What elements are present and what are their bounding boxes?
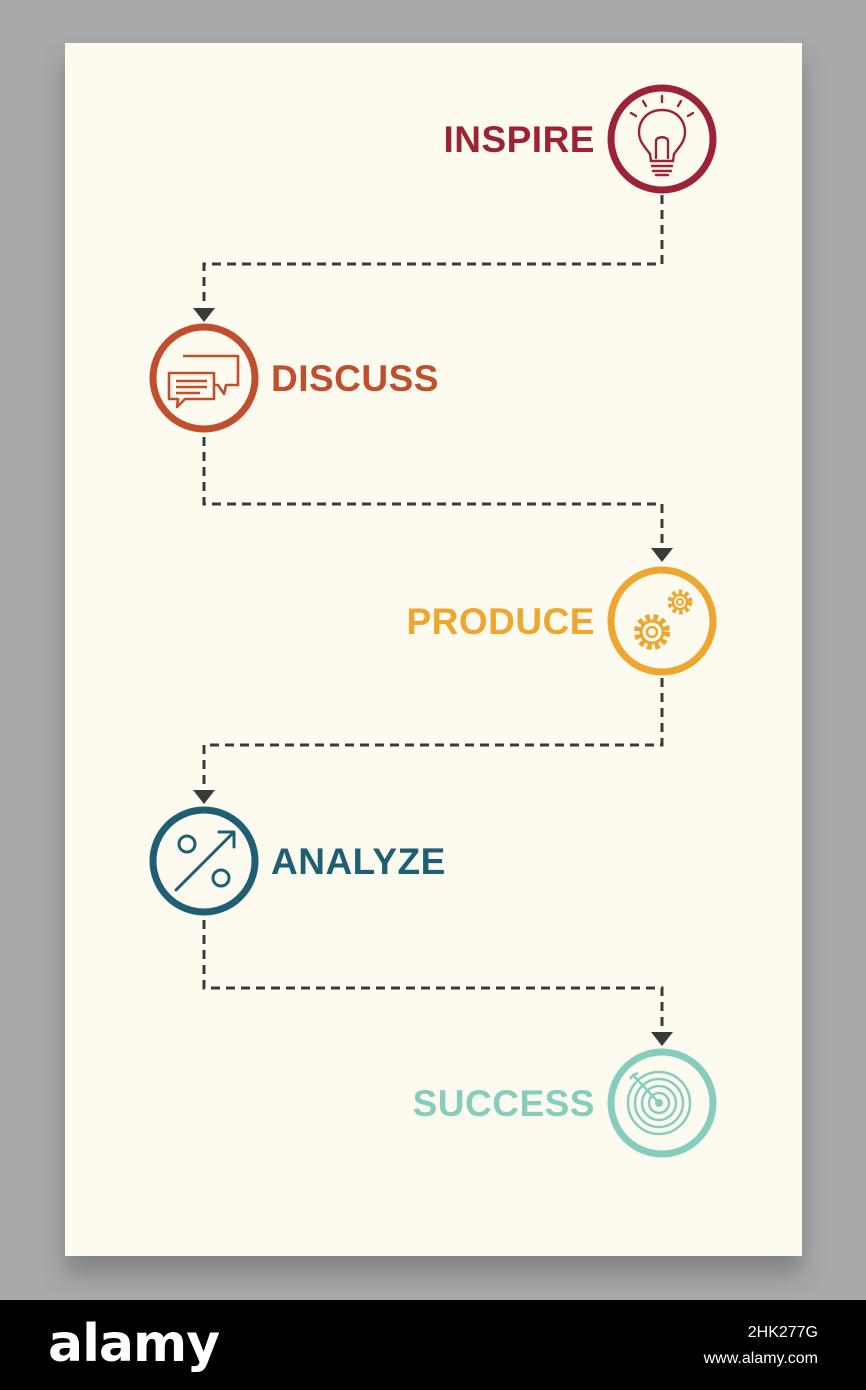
- connector-discuss-produce: [202, 437, 664, 546]
- arrowhead-to-analyze: [193, 790, 215, 804]
- site-url: www.alamy.com: [703, 1350, 818, 1367]
- target-icon: [626, 1070, 692, 1136]
- percent-growth-icon: [174, 830, 236, 892]
- step-label-inspire: INSPIRE: [443, 119, 595, 160]
- produce-node: [607, 566, 717, 676]
- gears-icon: [634, 589, 693, 650]
- step-label-discuss: DISCUSS: [271, 358, 439, 399]
- image-id: 2HK277G: [747, 1324, 818, 1341]
- step-label-analyze: ANALYZE: [271, 841, 446, 882]
- chat-bubbles-icon: [167, 354, 240, 409]
- lightbulb-icon: [629, 94, 695, 177]
- alamy-logo: alamy: [48, 1314, 220, 1374]
- success-node: [607, 1048, 717, 1158]
- inspire-node: [607, 84, 717, 194]
- discuss-node: [149, 323, 259, 433]
- stock-footer: alamy 2HK277G www.alamy.com: [0, 1300, 866, 1390]
- connector-inspire-discuss: [202, 195, 664, 306]
- arrowhead-to-success: [651, 1032, 673, 1046]
- flow-diagram: [149, 84, 717, 1158]
- connector-analyze-success: [202, 920, 664, 1030]
- connector-produce-analyze: [202, 678, 664, 788]
- step-label-produce: PRODUCE: [406, 601, 595, 642]
- analyze-node: [149, 806, 259, 916]
- step-label-success: SUCCESS: [412, 1083, 595, 1124]
- arrowhead-to-produce: [651, 548, 673, 562]
- arrowhead-to-discuss: [193, 308, 215, 322]
